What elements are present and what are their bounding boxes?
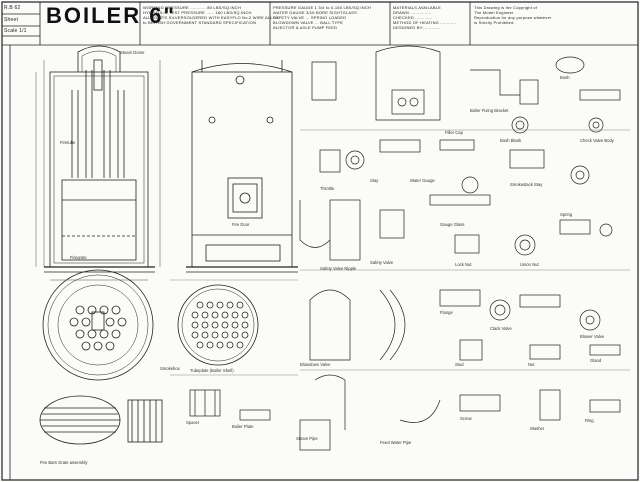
part-label: Clack Valve [490,326,512,331]
part-label: Safety Valve [370,260,394,265]
part-label: Union Nut [520,262,539,267]
spec-line: WORKING PRESSURE ............ 80 LBS/SQ.… [143,5,241,10]
part-label: Feed Water Pipe [380,440,412,445]
copyright-line: The Model Engineer [474,10,514,15]
part-label: Boiler Plate [232,424,254,429]
part-label: Filler Cap [445,130,463,135]
spec-left: WORKING PRESSURE ............ 80 LBS/SQ.… [143,5,279,25]
spec-line: SAFETY VALVE ... SPRING LOADED [273,15,347,20]
spec-line: ALL JOINTS SILVERSOLDERED WITH EASYFLO N… [143,15,279,20]
copyright-line: This Drawing is the Copyright of [474,5,538,10]
part-label: Stay [370,178,379,183]
part-label: Water Gauge [410,178,435,183]
part-label: Nut [528,362,535,367]
spec-line: WATER GAUGE 3/16 BORE SIGHTGLASS [273,10,357,15]
spec-line: INJECTOR & AXLE PUMP FEED [273,25,338,30]
sheet-number: R.B 62 [4,5,21,11]
part-label: Washer [530,426,545,431]
part-label: Throttle [320,186,335,191]
part-label: Fire Bars Grate assembly [40,460,88,465]
sheet-label: Sheet [4,17,19,23]
part-label: Safety Valve Nipple [320,266,357,271]
part-label: Smokebox [160,366,180,371]
detail-parts [189,45,621,451]
part-label: Check Valve Body [580,138,614,143]
part-label: Steam Pipe [296,436,318,441]
spec-right: MATERIALS AVAILABLE DRAWN ..............… [393,5,456,30]
part-label: Firegrate [70,255,87,260]
drawing-title: BOILER 6" [46,3,176,28]
part-label: Fire Door [232,222,250,227]
part-label: Gauge Glass [440,222,465,227]
spec-line: BLOWDOWN VALVE ... BALL TYPE [273,20,344,25]
spec-line: PRESSURE GAUGE 1 3/4 to 0-150 LBS/SQ.INC… [273,5,372,10]
part-label: Steam Dome [120,50,145,55]
boiler-side-elevation [186,60,298,273]
part-label: Bush [560,75,570,80]
spec-line: CHECKED ............. [393,15,433,20]
spec-line: MATERIALS AVAILABLE [393,5,442,10]
part-label: Gland [590,358,602,363]
firegrate-assembly [39,395,163,445]
boiler-section-view [35,45,161,281]
part-label: Ring [585,418,594,423]
spec-mid: PRESSURE GAUGE 1 3/4 to 0-150 LBS/SQ.INC… [273,5,371,30]
part-label: Spring [560,212,573,217]
spec-line: DRAWN ................ [393,10,432,15]
copyright-line: is Strictly Prohibited. [474,20,515,25]
spec-line: METHOD OF HEATING ............ [393,20,457,25]
copyright-line: Reproduction for any purpose whatever [474,15,552,20]
spec-line: HYDRAULIC TEST PRESSURE ...... 160 LBS/S… [143,10,252,15]
part-label: Spacer [186,420,200,425]
copyright-block: This Drawing is the Copyright of The Mod… [474,5,551,25]
part-label: Lock Nut [455,262,472,267]
spec-line: DESIGNED BY: ............ [393,25,441,30]
part-label: Flange [440,310,453,315]
part-label: Firetube [60,140,76,145]
part-label: Screw [460,416,472,421]
part-label: Tubeplate (Boiler Shell) [190,368,234,373]
part-label: Blower Valve [580,334,605,339]
boiler-plan-view [42,269,154,381]
scale-label: Scale 1/1 [4,28,27,34]
part-label: Blowdown Valve [300,362,331,367]
tubeplate-view [177,284,259,366]
part-label: Stud [455,362,464,367]
part-label: Boiler Fixing Bracket [470,108,509,113]
spec-line: to BRITISH GOVERNMENT STANDARD SPECIFICA… [143,20,257,25]
part-label: Bush Blank [500,138,522,143]
part-label: Smokestack Stay [510,182,543,187]
